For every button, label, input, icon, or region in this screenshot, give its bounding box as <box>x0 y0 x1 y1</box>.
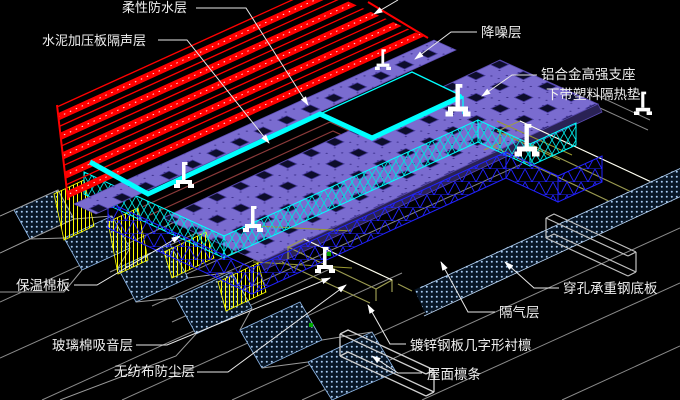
leader-lines <box>74 0 559 374</box>
label-roof-purlin: 屋面檩条 <box>427 366 481 382</box>
label-hat-channel: 镀锌钢板几字形衬檩 <box>410 337 532 353</box>
roof-purlin-channel-center <box>339 329 435 397</box>
label-cement-board: 水泥加压板隔声层 <box>42 33 146 48</box>
leader-hat-channel <box>367 304 406 345</box>
label-perforated-deck: 穿孔承重钢底板 <box>563 281 658 296</box>
roof-purlin-channel-right <box>545 213 637 277</box>
leader-cement-board <box>158 39 270 144</box>
label-insulation-board: 保温棉板 <box>16 278 70 293</box>
leader-vapor-barrier <box>440 261 495 313</box>
cement-board-strip <box>73 39 457 215</box>
label-nonwoven-dust: 无纺布防尘层 <box>114 364 195 379</box>
leader-glass-wool <box>136 277 331 346</box>
leader-flexible-waterproof <box>196 7 309 106</box>
leader-perforated-deck <box>504 261 559 289</box>
leader-roof-purlin <box>371 355 422 374</box>
callout-labels: 柔性防水层 水泥加压板隔声层 降噪层 铝合金高强支座 下带塑料隔热垫 保温棉板 … <box>16 0 658 382</box>
leader-support <box>481 74 537 97</box>
blue-mesh-band <box>107 151 603 295</box>
leader-noise-reduction <box>414 31 477 60</box>
label-vapor-barrier: 隔气层 <box>499 305 540 320</box>
leader-roof-edge <box>373 0 399 15</box>
leader-insulation <box>74 235 181 286</box>
red-waterproof-panel <box>56 0 429 201</box>
label-noise-reduction: 降噪层 <box>481 25 522 40</box>
leader-nonwoven <box>197 284 347 373</box>
label-support-line2: 下带塑料隔热垫 <box>546 87 641 102</box>
deck-band-right <box>414 167 680 317</box>
label-flexible-waterproof: 柔性防水层 <box>122 0 187 15</box>
label-support-line1: 铝合金高强支座 <box>541 66 636 82</box>
node-markers <box>309 252 331 327</box>
label-glass-wool: 玻璃棉吸音层 <box>52 337 133 353</box>
